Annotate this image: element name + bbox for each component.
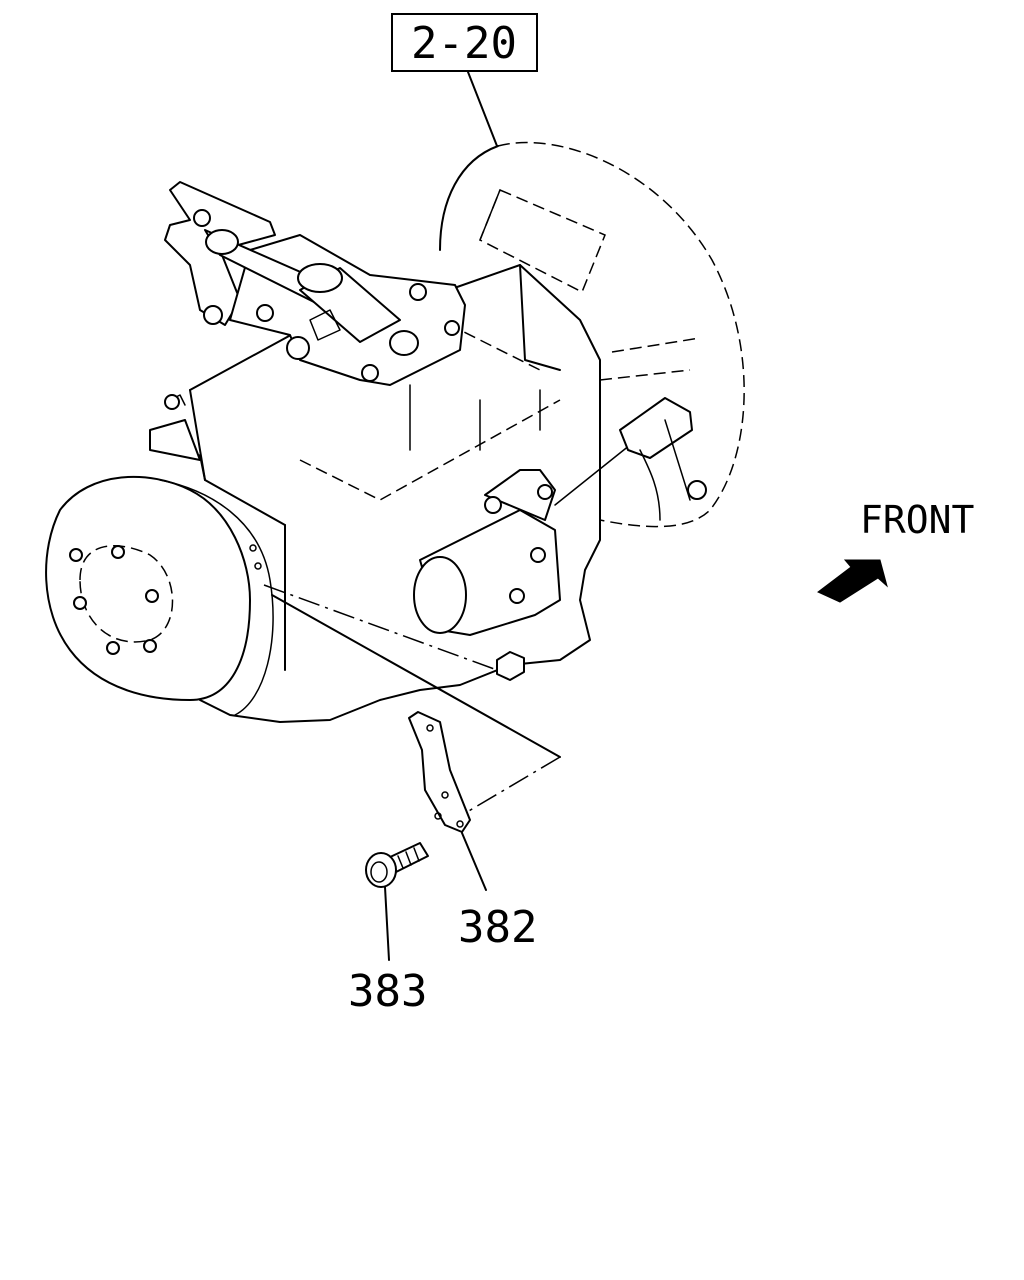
front-direction-indicator: FRONT: [817, 498, 974, 603]
output-flange: [45, 475, 274, 716]
transmission-case: [149, 264, 601, 723]
part-383-label: 383: [348, 966, 427, 1017]
bolt-383[interactable]: 383: [348, 842, 429, 1017]
front-arrow-icon: [817, 559, 888, 603]
actuator-motor: [413, 397, 707, 636]
front-label: FRONT: [860, 498, 974, 542]
part-382-label: 382: [458, 902, 537, 953]
bell-housing: [439, 141, 745, 528]
bracket-382[interactable]: 382: [408, 711, 537, 953]
reference-callout[interactable]: 2-20: [391, 13, 538, 147]
reference-callout-text: 2-20: [411, 18, 517, 69]
alignment-lines: [263, 584, 561, 816]
shift-linkage: [164, 181, 466, 386]
case-bolt: [496, 651, 525, 681]
